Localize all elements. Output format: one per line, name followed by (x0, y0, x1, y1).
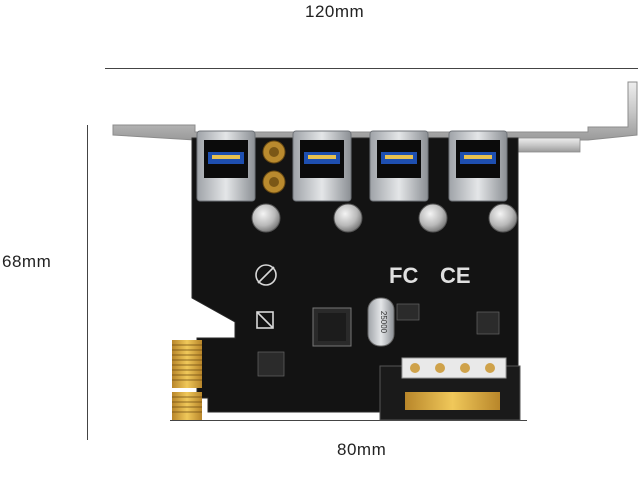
capacitors (251, 203, 518, 233)
crystal-oscillator: 25000 (367, 297, 395, 347)
width-dimension-line (105, 68, 638, 69)
ce-mark: CE (440, 263, 471, 288)
board-width-dimension-line (170, 420, 527, 421)
usb-port-3 (369, 130, 429, 202)
brass-standoffs (262, 140, 286, 194)
board-width-dimension-label: 80mm (337, 440, 387, 459)
fcc-mark: FC (389, 263, 418, 288)
usb-port-4 (448, 130, 508, 202)
height-dimension-line (87, 125, 88, 440)
small-components (257, 303, 500, 377)
height-dimension-label: 68mm (2, 252, 52, 271)
certification-marks (255, 264, 277, 329)
crystal-label: 25000 (379, 311, 388, 334)
usb-port-2 (292, 130, 352, 202)
pcie-connector (172, 340, 202, 420)
width-dimension-label: 120mm (305, 2, 365, 21)
controller-chip (312, 307, 352, 347)
usb-port-1 (196, 130, 256, 202)
sata-power-connector (379, 357, 521, 421)
